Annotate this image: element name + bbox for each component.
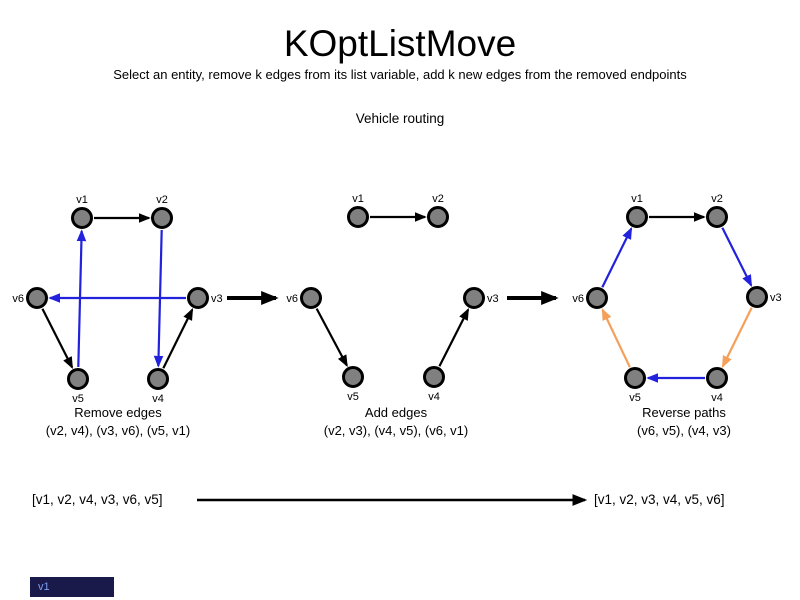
add-edges-node-label-v2: v2 [432, 193, 444, 205]
remove-edges-node-label-v6: v6 [12, 293, 24, 305]
add-edges-node-v1 [347, 206, 369, 228]
add-edges-node-v2 [427, 206, 449, 228]
caption-add-edges: Add edges (v2, v3), (v4, v5), (v6, v1) [246, 404, 546, 440]
edge-v6-v5 [41, 308, 74, 370]
remove-edges-node-v2 [151, 207, 173, 229]
reverse-paths-node-v6 [586, 287, 608, 309]
remove-edges-node-v3 [187, 287, 209, 309]
edge-v3-v4 [721, 307, 753, 368]
add-edges-node-label-v1: v1 [352, 193, 364, 205]
caption-remove-edges: Remove edges (v2, v4), (v3, v6), (v5, v1… [0, 404, 268, 440]
edge-v2-v3 [721, 227, 753, 287]
remove-edges-node-label-v5: v5 [72, 393, 84, 405]
add-edges-node-v4 [423, 366, 445, 388]
caption-detail: (v6, v5), (v4, v3) [637, 423, 731, 438]
reverse-paths-node-label-v2: v2 [711, 193, 723, 205]
add-edges-node-label-v3: v3 [487, 293, 499, 305]
reverse-paths-node-v5 [624, 367, 646, 389]
remove-edges-node-label-v4: v4 [152, 393, 164, 405]
caption-title: Remove edges [74, 405, 162, 420]
remove-edges-node-label-v2: v2 [156, 194, 168, 206]
reverse-paths-node-v1 [626, 206, 648, 228]
edge-v5-v1 [76, 229, 87, 368]
page-subtitle: Select an entity, remove k edges from it… [113, 67, 687, 82]
reverse-paths-node-label-v3: v3 [770, 292, 782, 304]
reverse-paths-node-label-v4: v4 [711, 392, 723, 404]
remove-edges-node-v5 [67, 368, 89, 390]
edge-v5-v6 [601, 308, 631, 368]
add-edges-node-v5 [342, 366, 364, 388]
list-after: [v1, v2, v3, v4, v5, v6] [594, 492, 725, 507]
remove-edges-node-label-v3: v3 [211, 293, 223, 305]
add-edges-node-v6 [300, 287, 322, 309]
caption-title: Add edges [364, 405, 428, 420]
remove-edges-node-v1 [71, 207, 93, 229]
caption-reverse-paths: Reverse paths (v6, v5), (v4, v3) [534, 404, 800, 440]
browser-status-bar: v1 [30, 577, 114, 597]
edge-v4-v3 [438, 307, 470, 367]
add-edges-node-label-v6: v6 [286, 293, 298, 305]
caption-detail: (v2, v4), (v3, v6), (v5, v1) [45, 423, 191, 438]
edge-v6-v5 [315, 308, 348, 368]
add-edges-node-v3 [463, 287, 485, 309]
page-title: KOptListMove [283, 23, 517, 64]
list-before: [v1, v2, v4, v3, v6, v5] [32, 492, 163, 507]
add-edges-node-label-v5: v5 [347, 391, 359, 403]
reverse-paths-node-label-v5: v5 [629, 392, 641, 404]
remove-edges-node-v4 [147, 368, 169, 390]
use-case-label: Vehicle routing [355, 111, 445, 126]
remove-edges-node-label-v1: v1 [76, 194, 88, 206]
reverse-paths-node-v2 [706, 206, 728, 228]
edge-v6-v1 [601, 227, 633, 288]
add-edges-node-label-v4: v4 [428, 391, 440, 403]
remove-edges-node-v6 [26, 287, 48, 309]
edge-v4-v3 [162, 308, 194, 369]
reverse-paths-node-label-v1: v1 [631, 193, 643, 205]
caption-title: Reverse paths [642, 405, 726, 420]
reverse-paths-node-label-v6: v6 [572, 293, 584, 305]
reverse-paths-node-v4 [706, 367, 728, 389]
caption-detail: (v2, v3), (v4, v5), (v6, v1) [323, 423, 469, 438]
reverse-paths-node-v3 [746, 286, 768, 308]
